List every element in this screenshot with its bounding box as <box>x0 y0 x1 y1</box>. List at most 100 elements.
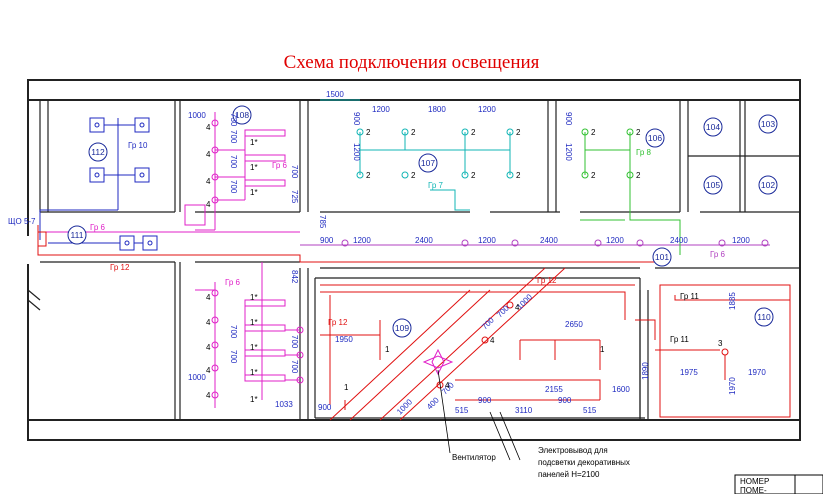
electro-note-line3: панелей Н=2100 <box>538 470 600 479</box>
svg-text:700: 700 <box>229 350 238 364</box>
svg-text:2: 2 <box>636 128 641 137</box>
svg-text:1200: 1200 <box>353 236 371 245</box>
svg-text:1*: 1* <box>250 395 258 404</box>
svg-text:4: 4 <box>206 177 211 186</box>
group-labels: Гр 10 Гр 6 Гр 6 Гр 6 Гр 6 Гр 7 Гр 8 Гр 1… <box>90 141 726 344</box>
ventilator-note: Вентилятор <box>452 453 496 462</box>
svg-text:1200: 1200 <box>372 105 390 114</box>
stamp-line1: НОМЕР <box>740 477 769 486</box>
svg-text:700: 700 <box>229 325 238 339</box>
svg-text:4: 4 <box>445 381 450 390</box>
room-label-111: 111 <box>71 230 84 240</box>
room-label-104: 104 <box>706 122 720 132</box>
svg-text:1200: 1200 <box>352 143 361 161</box>
svg-text:1*: 1* <box>250 293 258 302</box>
svg-text:2: 2 <box>366 171 371 180</box>
callout-leaders <box>437 369 521 461</box>
group-label: Гр 8 <box>636 148 652 157</box>
group-label: Гр 11 <box>670 335 689 344</box>
svg-text:1885: 1885 <box>728 292 737 310</box>
svg-text:4: 4 <box>206 200 211 209</box>
svg-text:2: 2 <box>516 171 521 180</box>
room-112-wiring <box>39 117 158 251</box>
svg-text:1200: 1200 <box>564 143 573 161</box>
svg-text:700: 700 <box>290 360 299 374</box>
room-number-markers: 112 108 107 106 104 103 105 102 111 101 … <box>67 105 778 338</box>
group-label: Гр 6 <box>710 250 726 259</box>
svg-text:2650: 2650 <box>565 320 583 329</box>
svg-text:1200: 1200 <box>478 236 496 245</box>
svg-text:900: 900 <box>564 112 573 126</box>
room-label-107: 107 <box>421 158 435 168</box>
svg-text:1: 1 <box>600 345 605 354</box>
room-label-101: 101 <box>655 252 669 262</box>
svg-text:725: 725 <box>290 190 299 204</box>
svg-text:4: 4 <box>206 391 211 400</box>
svg-text:1800: 1800 <box>428 105 446 114</box>
svg-text:515: 515 <box>583 406 597 415</box>
svg-text:3110: 3110 <box>515 406 533 415</box>
svg-text:2: 2 <box>636 171 641 180</box>
svg-text:1: 1 <box>344 383 349 392</box>
room-label-108: 108 <box>235 110 249 120</box>
room-107-wiring <box>320 99 514 211</box>
ventilator-symbol <box>422 348 454 376</box>
room-108-wiring <box>40 112 304 408</box>
svg-text:2400: 2400 <box>540 236 558 245</box>
svg-text:900: 900 <box>558 396 572 405</box>
svg-text:4: 4 <box>206 293 211 302</box>
svg-text:900: 900 <box>318 403 332 412</box>
svg-text:2: 2 <box>471 171 476 180</box>
svg-text:2: 2 <box>411 171 416 180</box>
group-label: Гр 6 <box>272 161 288 170</box>
svg-text:842: 842 <box>290 270 299 284</box>
svg-text:1*: 1* <box>250 188 258 197</box>
svg-text:1950: 1950 <box>335 335 353 344</box>
svg-text:4: 4 <box>206 150 211 159</box>
svg-text:400: 400 <box>425 395 441 411</box>
svg-text:785: 785 <box>318 215 327 229</box>
svg-text:4: 4 <box>206 343 211 352</box>
svg-text:1890: 1890 <box>641 362 650 380</box>
svg-text:900: 900 <box>352 112 361 126</box>
stamp-line2: ПОМЕ- <box>740 486 767 494</box>
electro-note-line2: подсветки декоративных <box>538 458 630 467</box>
svg-text:1200: 1200 <box>478 105 496 114</box>
group-label: Гр 6 <box>225 278 241 287</box>
svg-text:2: 2 <box>471 128 476 137</box>
svg-text:700: 700 <box>229 180 238 194</box>
room-label-102: 102 <box>761 180 775 190</box>
panel-label: ЩО 5-7 <box>8 217 36 226</box>
group-label: Гр 12 <box>110 263 130 272</box>
svg-text:1200: 1200 <box>732 236 750 245</box>
svg-text:4: 4 <box>515 303 520 312</box>
diagram-title: Схема подключения освещения <box>283 52 540 73</box>
svg-text:700: 700 <box>480 315 496 331</box>
corridor-wiring <box>300 239 770 247</box>
svg-text:2155: 2155 <box>545 385 563 394</box>
svg-text:900: 900 <box>320 236 334 245</box>
svg-text:2: 2 <box>411 128 416 137</box>
svg-text:1600: 1600 <box>612 385 630 394</box>
svg-text:1*: 1* <box>250 343 258 352</box>
building-walls <box>27 79 801 441</box>
group-label: Гр 12 <box>537 276 557 285</box>
svg-text:700: 700 <box>229 155 238 169</box>
svg-text:730: 730 <box>229 113 238 127</box>
room-106-wiring <box>580 128 681 255</box>
svg-text:700: 700 <box>229 130 238 144</box>
svg-text:2: 2 <box>516 128 521 137</box>
svg-text:4: 4 <box>206 318 211 327</box>
svg-text:1975: 1975 <box>680 368 698 377</box>
electro-note-line1: Электровывод для <box>538 446 608 455</box>
room-label-103: 103 <box>761 119 775 129</box>
fixture-count-labels: 2 2 2 2 2 2 2 2 2 2 2 2 4 4 4 4 4 4 4 4 … <box>206 123 723 404</box>
svg-text:4: 4 <box>206 123 211 132</box>
panel-feed-wiring <box>37 225 660 263</box>
svg-text:700: 700 <box>290 335 299 349</box>
svg-text:700: 700 <box>495 303 511 319</box>
svg-text:2: 2 <box>366 128 371 137</box>
room-label-106: 106 <box>648 133 662 143</box>
svg-text:1: 1 <box>385 345 390 354</box>
svg-text:515: 515 <box>455 406 469 415</box>
